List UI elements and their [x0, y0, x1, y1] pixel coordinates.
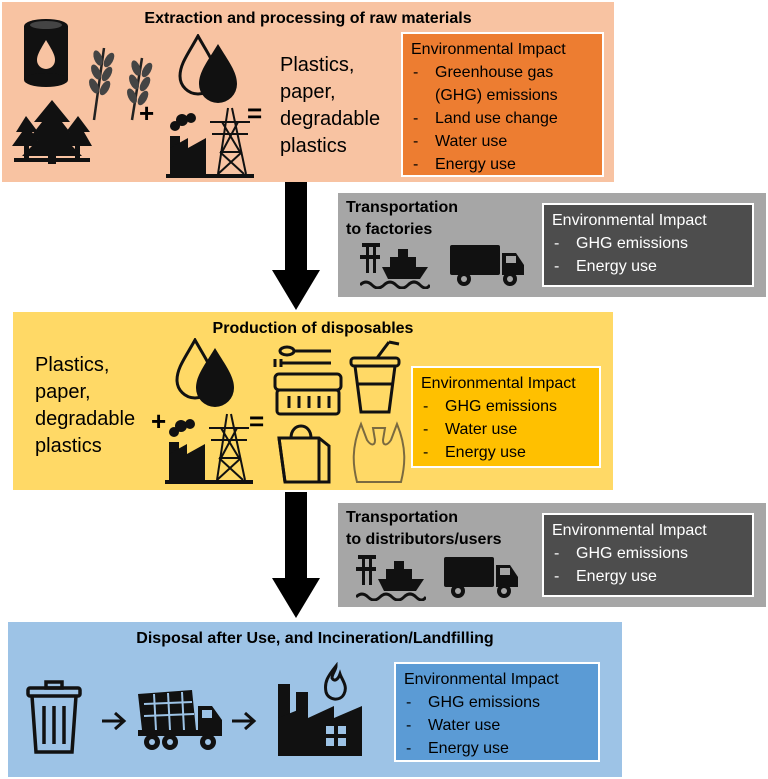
- impact-item: Energy use: [411, 153, 594, 176]
- incinerator-icon: [278, 662, 362, 756]
- stage-disposal: Disposal after Use, and Incineration/Lan…: [8, 622, 622, 777]
- factory-power-icon: [165, 413, 253, 484]
- materials-text: Plastics, paper, degradable plastics: [35, 354, 136, 457]
- impact-item: Water use: [404, 714, 590, 737]
- impact-item: Energy use: [552, 565, 744, 588]
- impact-item: Water use: [421, 418, 591, 441]
- impact-item: Land use change: [411, 107, 594, 130]
- impact-item-continued: (GHG) emissions: [435, 87, 558, 104]
- stage-title: Production of disposables: [212, 320, 414, 337]
- trash-can-icon: [26, 680, 82, 754]
- impact-box-transport-distributors: Environmental Impact GHG emissions Energ…: [542, 513, 754, 597]
- impact-header: Environmental Impact: [552, 212, 707, 229]
- impact-header: Environmental Impact: [404, 671, 559, 688]
- ship-icon: [356, 555, 426, 601]
- arrow-right-icon: [102, 711, 127, 731]
- equals-sign: =: [247, 98, 263, 128]
- impact-box-production: Environmental Impact GHG emissions Water…: [411, 366, 601, 468]
- impact-item: Greenhouse gas: [411, 61, 594, 84]
- impact-item: GHG emissions: [404, 691, 590, 714]
- arrow-right-icon: [232, 711, 257, 731]
- ship-icon: [360, 243, 430, 289]
- truck-icon: [444, 557, 518, 598]
- transport-to-distributors: Transportation to distributors/users Env…: [338, 503, 766, 607]
- transport-title: Transportation to factories: [346, 199, 459, 238]
- impact-item: GHG emissions: [552, 232, 744, 255]
- paper-bag-icon: [277, 424, 331, 484]
- transport-title: Transportation to distributors/users: [346, 509, 502, 548]
- impact-item: Energy use: [552, 255, 744, 278]
- food-container-cutlery-icon: [273, 345, 343, 416]
- garbage-truck-icon: [138, 690, 222, 750]
- impact-box-disposal: Environmental Impact GHG emissions Water…: [394, 662, 600, 762]
- flow-arrow: [272, 492, 320, 618]
- impact-header: Environmental Impact: [552, 522, 707, 539]
- impact-item: Energy use: [421, 441, 591, 464]
- cup-icon: [349, 340, 401, 414]
- transport-to-factories: Transportation to factories Environmenta…: [338, 193, 766, 297]
- plastic-bag-icon: [352, 421, 406, 483]
- stage-production: Production of disposables Plastics, pape…: [13, 312, 613, 490]
- water-drops-icon: [178, 34, 237, 103]
- forest-icon: [12, 100, 92, 164]
- oil-barrel-icon: [24, 19, 68, 87]
- stage-title: Disposal after Use, and Incineration/Lan…: [136, 630, 494, 647]
- wheat-icon: [89, 47, 153, 121]
- impact-item: GHG emissions: [552, 542, 744, 565]
- truck-icon: [450, 245, 524, 286]
- impact-item: Water use: [411, 130, 594, 153]
- impact-box-extraction: Environmental Impact Greenhouse gas (GHG…: [401, 32, 604, 177]
- impact-item: GHG emissions: [421, 395, 591, 418]
- equals-sign: =: [249, 406, 265, 436]
- factory-power-icon: [166, 107, 254, 178]
- water-drops-icon: [175, 338, 234, 407]
- stage-title: Extraction and processing of raw materia…: [144, 10, 472, 27]
- impact-item: Energy use: [404, 737, 590, 760]
- materials-text: Plastics, paper, degradable plastics: [280, 54, 381, 157]
- impact-header: Environmental Impact: [421, 375, 576, 392]
- flow-arrow: [272, 182, 320, 310]
- impact-box-transport-factories: Environmental Impact GHG emissions Energ…: [542, 203, 754, 287]
- plus-sign: +: [151, 406, 167, 436]
- impact-header: Environmental Impact: [411, 41, 566, 58]
- plus-sign: +: [139, 98, 155, 128]
- stage-extraction: Extraction and processing of raw materia…: [2, 2, 614, 182]
